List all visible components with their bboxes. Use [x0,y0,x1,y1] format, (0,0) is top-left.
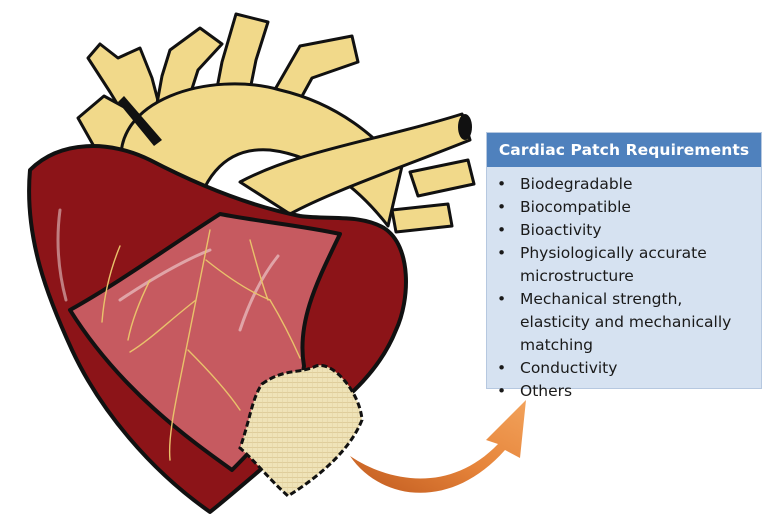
requirement-label: Others [520,382,572,400]
requirement-label: Biodegradable [520,175,633,193]
requirement-item: • Mechanical strength, elasticity and mec… [487,288,761,357]
requirement-item: • Biodegradable [487,173,761,196]
heart-body [29,146,406,512]
bullet-icon: • [497,288,506,311]
requirement-item: • Bioactivity [487,219,761,242]
bullet-icon: • [497,173,506,196]
bullet-icon: • [497,242,506,265]
requirement-item: • Conductivity [487,357,761,380]
requirements-box: Cardiac Patch Requirements • Biodegradabl… [486,132,762,389]
requirement-label: Conductivity [520,359,617,377]
bullet-icon: • [497,219,506,242]
bullet-icon: • [497,196,506,219]
requirements-title: Cardiac Patch Requirements [487,133,761,167]
curved-arrow [350,400,526,493]
requirement-label: Biocompatible [520,198,631,216]
requirement-item: • Biocompatible [487,196,761,219]
bullet-icon: • [497,380,506,403]
requirements-list: • Biodegradable • Biocompatible • Bioactivi… [487,167,761,403]
requirement-item: • Others [487,380,761,403]
requirement-label: Bioactivity [520,221,602,239]
requirement-item: • Physiologically accurate microstructure [487,242,761,288]
requirement-label: Mechanical strength, elasticity and mech… [520,290,731,354]
requirement-label: Physiologically accurate microstructure [520,244,707,285]
bullet-icon: • [497,357,506,380]
